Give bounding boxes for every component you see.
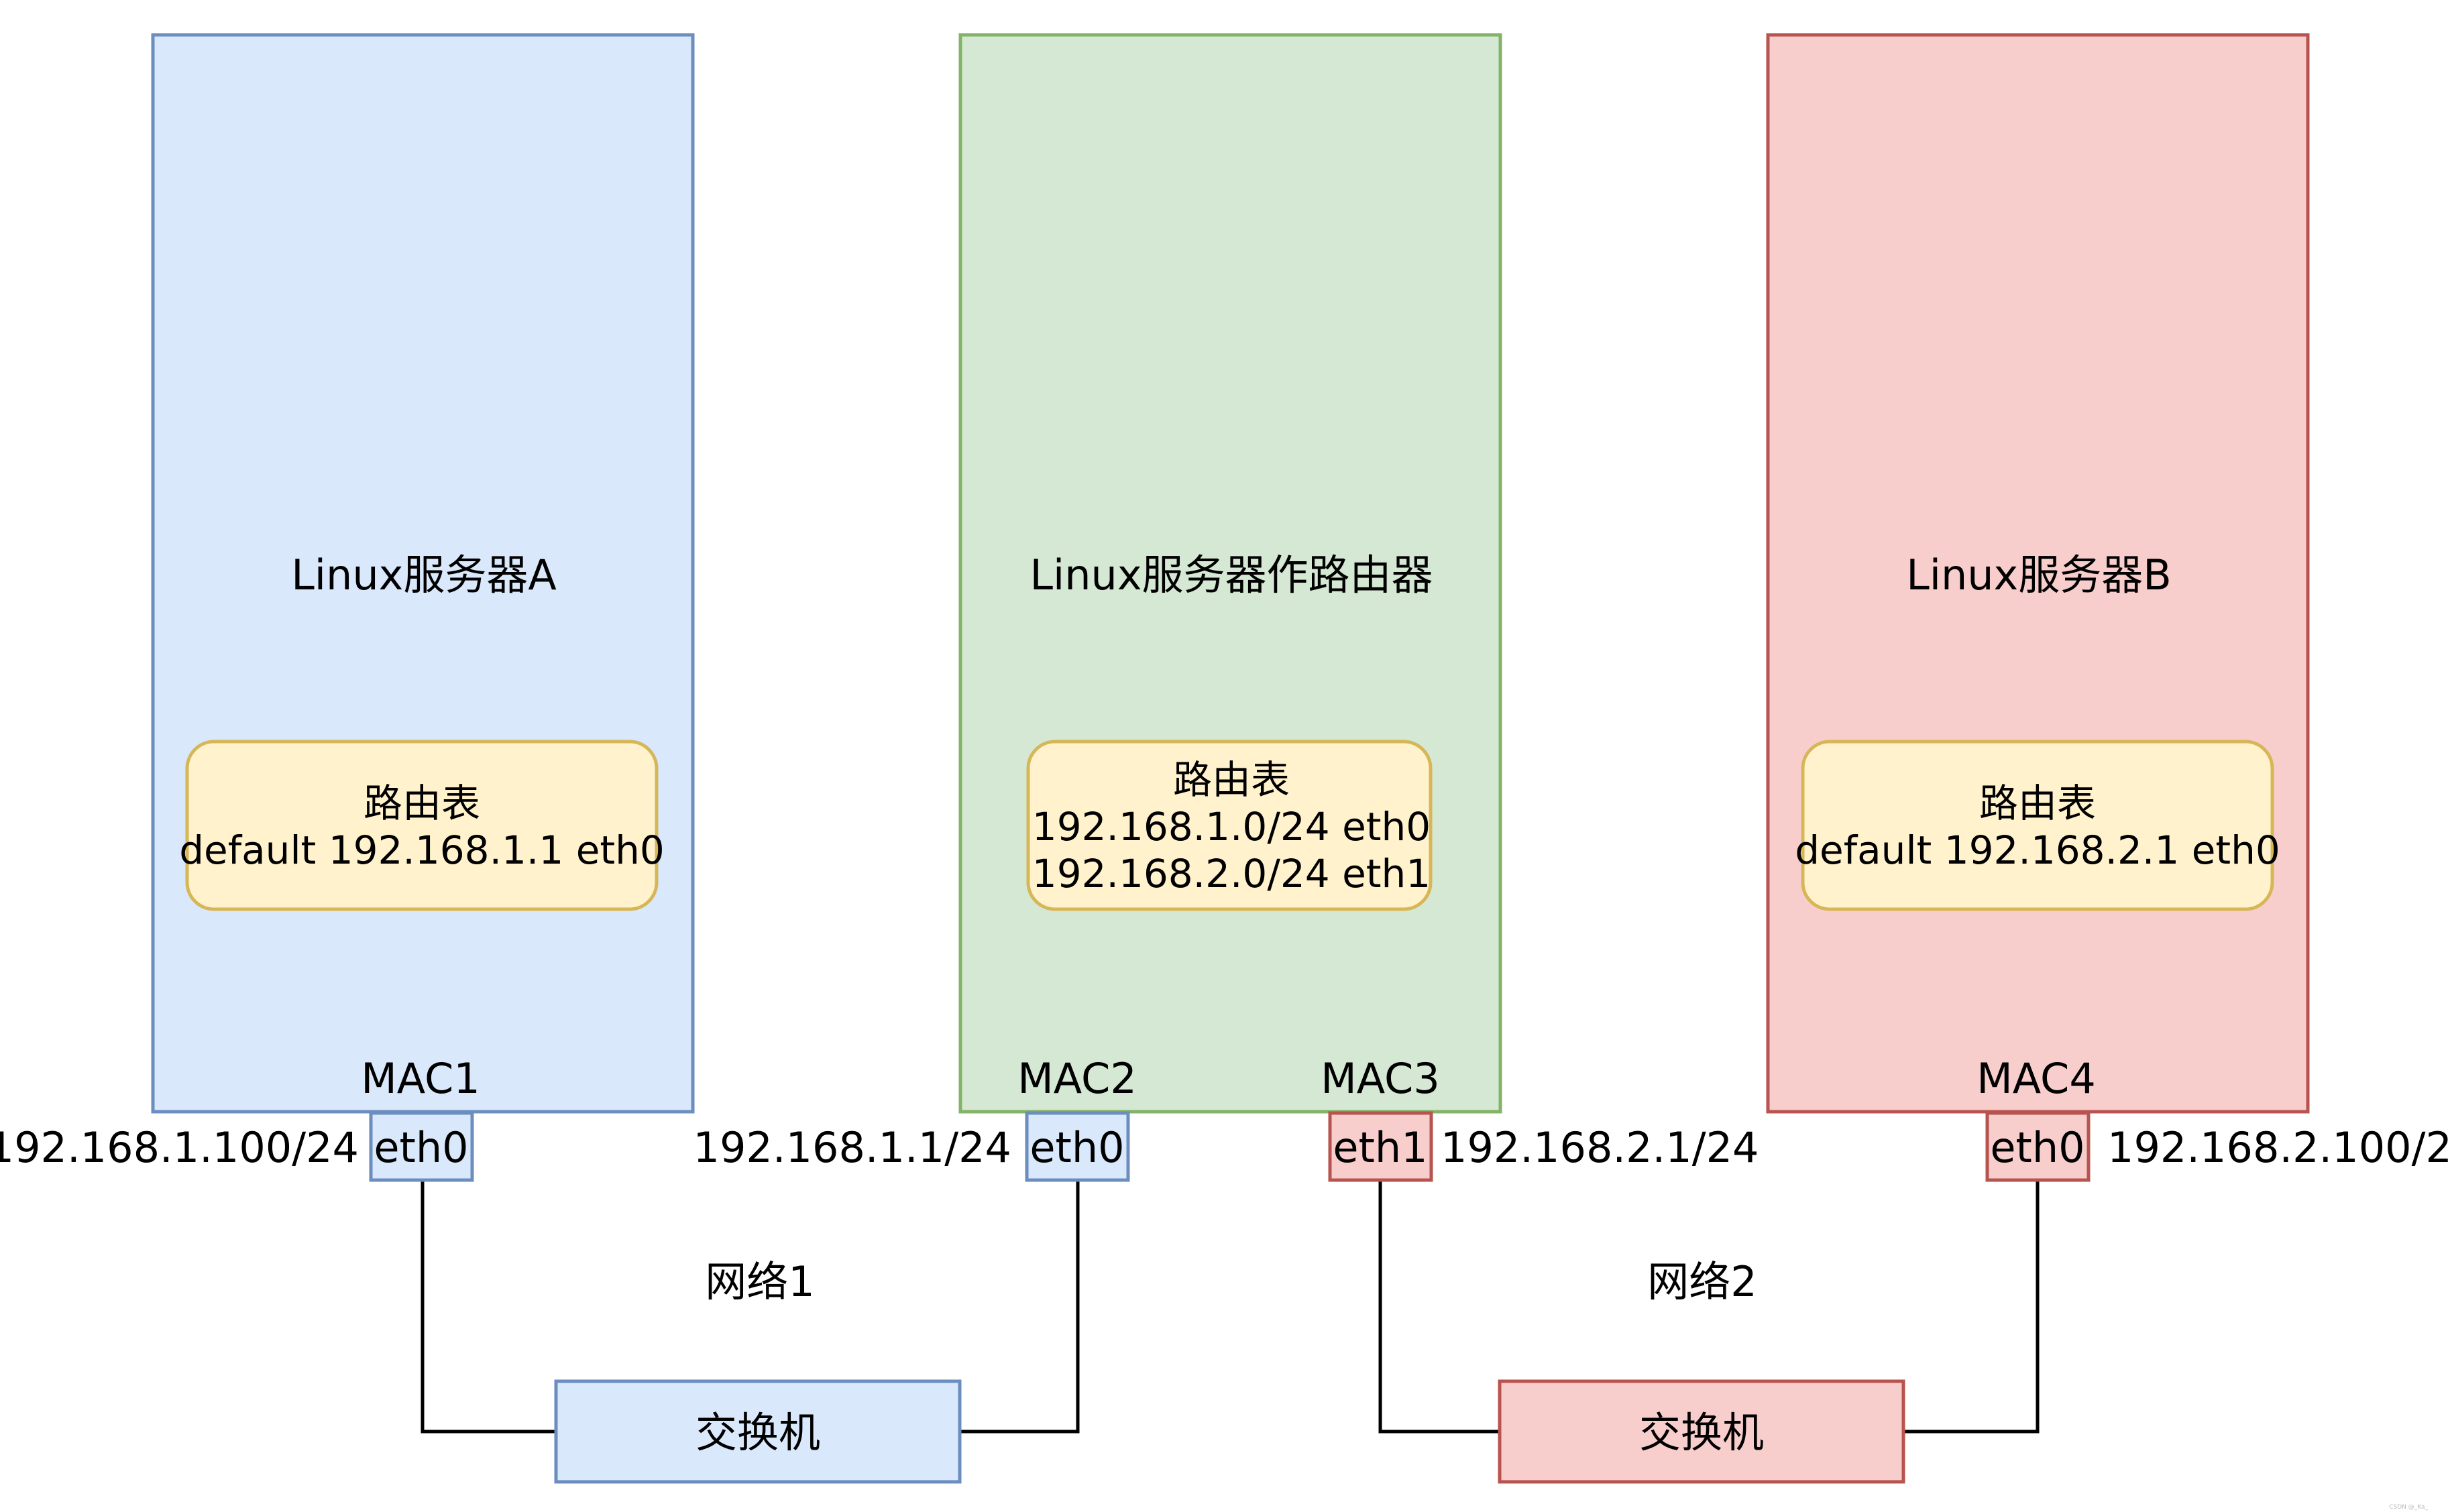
router-eth0-port (1025, 1111, 1130, 1182)
watermark: CSDN @_Ka_ (2389, 1504, 2428, 1511)
server-b-eth0-label: eth0 (1990, 1123, 2084, 1172)
server-a-eth0-label: eth0 (374, 1123, 468, 1172)
router-server-title: Linux服务器作路由器 (1030, 550, 1433, 599)
router-route-entry-2: 192.168.2.0/24 eth1 (1032, 851, 1431, 896)
server-a-eth0-port (369, 1111, 474, 1182)
network-2-label: 网络2 (1647, 1257, 1757, 1306)
switch-1-label: 交换机 (696, 1408, 820, 1457)
router-eth1-label: eth1 (1333, 1123, 1427, 1172)
switch-2-label: 交换机 (1639, 1408, 1764, 1457)
router-eth0-label: eth0 (1030, 1123, 1124, 1172)
router-route-table (1026, 740, 1433, 911)
link-a-to-switch1 (421, 1180, 556, 1434)
router-route-entry-1: 192.168.1.0/24 eth0 (1032, 804, 1431, 850)
router-server-box (958, 33, 1502, 1114)
server-a-route-entry: default 192.168.1.1 eth0 (179, 827, 665, 873)
server-b-route-table (1801, 740, 2274, 911)
link-router-eth1-to-switch2 (1378, 1180, 1500, 1434)
link-switch1-to-router-eth0 (960, 1180, 1080, 1434)
server-b-route-table-title: 路由表 (1979, 780, 2096, 826)
server-b-ip: 192.168.2.100/24 (2107, 1123, 2448, 1172)
mac3-label: MAC3 (1321, 1054, 1440, 1103)
server-b-eth0-port (1985, 1111, 2091, 1182)
router-eth0-ip: 192.168.1.1/24 (693, 1123, 1011, 1172)
server-a-box (151, 33, 695, 1114)
server-a-ip: 192.168.1.100/24 (0, 1123, 359, 1172)
mac1-label: MAC1 (361, 1054, 480, 1103)
mac2-label: MAC2 (1017, 1054, 1137, 1103)
server-b-title: Linux服务器B (1906, 550, 2172, 599)
server-b-route-entry: default 192.168.2.1 eth0 (1795, 827, 2280, 873)
router-eth1-port (1328, 1111, 1433, 1182)
link-switch2-to-b (1903, 1180, 2040, 1434)
server-a-title: Linux服务器A (291, 550, 556, 599)
mac4-label: MAC4 (1977, 1054, 2096, 1103)
server-a-route-table (185, 740, 659, 911)
router-route-table-title: 路由表 (1173, 757, 1290, 803)
server-b-box (1766, 33, 2310, 1114)
switch-1 (554, 1379, 962, 1484)
server-a-route-table-title: 路由表 (364, 780, 480, 826)
switch-2 (1498, 1379, 1905, 1484)
router-eth1-ip: 192.168.2.1/24 (1441, 1123, 1759, 1172)
network-1-label: 网络1 (705, 1257, 814, 1306)
